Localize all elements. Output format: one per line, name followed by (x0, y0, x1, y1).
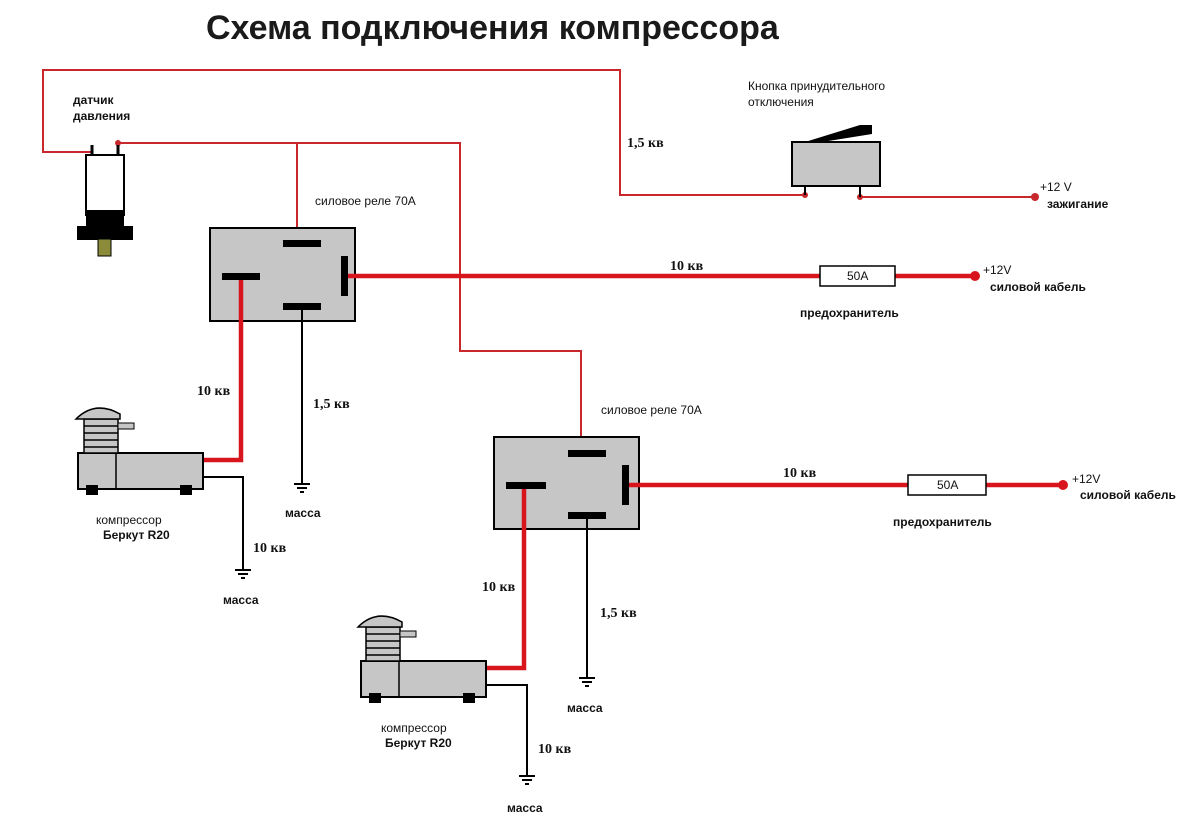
diagram-title: Схема подключения компрессора (206, 9, 779, 47)
power-cable-label-2: силовой кабель (1080, 488, 1176, 502)
shutdown-button (791, 125, 881, 197)
plus12-terminal-1 (970, 271, 980, 281)
wire-gauge-compressor1: 10 кв (197, 384, 231, 399)
wire-compressor2-ground (486, 684, 528, 776)
button-label-line2: отключения (748, 95, 814, 109)
wire-gauge-relay1: 10 кв (670, 259, 704, 274)
wire-gauge-top: 1,5 кв (627, 136, 664, 151)
wire-compressor1-ground (203, 476, 244, 570)
wire-gauge-compressor2: 10 кв (482, 580, 516, 595)
plus12-ignition-label: +12 V (1040, 180, 1072, 194)
ground-label-relay2: масса (567, 701, 603, 715)
relay-2 (493, 436, 640, 530)
wire-sensor-to-button (42, 69, 805, 196)
ignition-terminal (1031, 193, 1039, 201)
wire-gauge-compressor2-ground: 10 кв (538, 742, 572, 757)
fuse2-rating: 50А (937, 478, 959, 492)
wire-relay1-to-compressor1 (203, 280, 244, 463)
ground-symbol-relay2 (579, 677, 595, 687)
ground-symbol-relay1 (294, 483, 310, 493)
ground-label-relay1: масса (285, 506, 321, 520)
fuse1-rating: 50А (847, 269, 869, 283)
ignition-label: зажигание (1047, 197, 1109, 211)
wire-relay2-to-compressor2 (486, 489, 527, 671)
wire-gauge-relay2-ground: 1,5 кв (600, 606, 637, 621)
signal-wires (42, 69, 1035, 450)
wire-sensor-to-relay1 (118, 142, 298, 240)
sensor-label-line1: датчик (73, 93, 114, 107)
compressor1-label-line1: компрессор (96, 513, 162, 527)
power-cable-label-1: силовой кабель (990, 280, 1086, 294)
plus12-terminal-2 (1058, 480, 1068, 490)
sensor-label-line2: давления (73, 109, 131, 123)
ground-label-compressor2: масса (507, 801, 543, 815)
pressure-sensor (77, 145, 133, 257)
wire-sensor-to-relay2 (297, 142, 582, 450)
power-wires (203, 273, 1063, 671)
compressor2-label-line2: Беркут R20 (385, 736, 452, 750)
ground-wires (203, 310, 588, 776)
fuse-label-1: предохранитель (800, 306, 899, 320)
wire-gauge-relay2: 10 кв (783, 466, 817, 481)
ground-label-compressor1: масса (223, 593, 259, 607)
fuse-label-2: предохранитель (893, 515, 992, 529)
ground-symbol-compressor1 (235, 569, 251, 579)
compressor-1 (74, 407, 204, 495)
compressor-2 (356, 615, 487, 703)
fuse-2 (907, 474, 987, 496)
button-label-line1: Кнопка принудительного (748, 79, 886, 93)
node-dot (115, 140, 121, 146)
relay1-label: силовое реле 70А (315, 194, 416, 208)
ground-symbol-compressor2 (519, 775, 535, 785)
wire-gauge-compressor1-ground: 10 кв (253, 541, 287, 556)
compressor2-label-line1: компрессор (381, 721, 447, 735)
fuse-1 (819, 265, 896, 287)
relay2-label: силовое реле 70А (601, 403, 702, 417)
compressor1-label-line2: Беркут R20 (103, 528, 170, 542)
plus12-label-2: +12V (1072, 472, 1101, 486)
relay-1 (209, 227, 356, 322)
plus12-label-1: +12V (983, 263, 1012, 277)
wire-gauge-relay1-ground: 1,5 кв (313, 397, 350, 412)
